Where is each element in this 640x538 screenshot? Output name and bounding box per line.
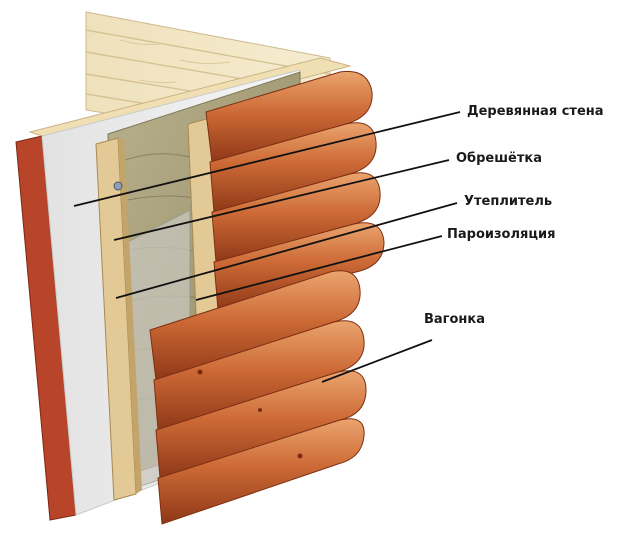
leader-vapor-barrier [195,235,443,301]
label-wooden-wall: Деревянная стена [467,104,604,119]
screw-icon [113,181,123,191]
label-lathing: Обрешётка [456,151,543,166]
leader-wooden-wall [73,111,461,207]
leader-lines [73,111,461,383]
label-cladding: Вагонка [424,312,485,327]
leader-lathing [113,159,450,241]
label-insulation: Утеплитель [464,194,553,209]
cladding-upper [205,70,385,311]
leader-insulation [115,202,458,299]
leader-cladding [321,339,433,383]
label-vapor-barrier: Пароизоляция [447,227,556,242]
